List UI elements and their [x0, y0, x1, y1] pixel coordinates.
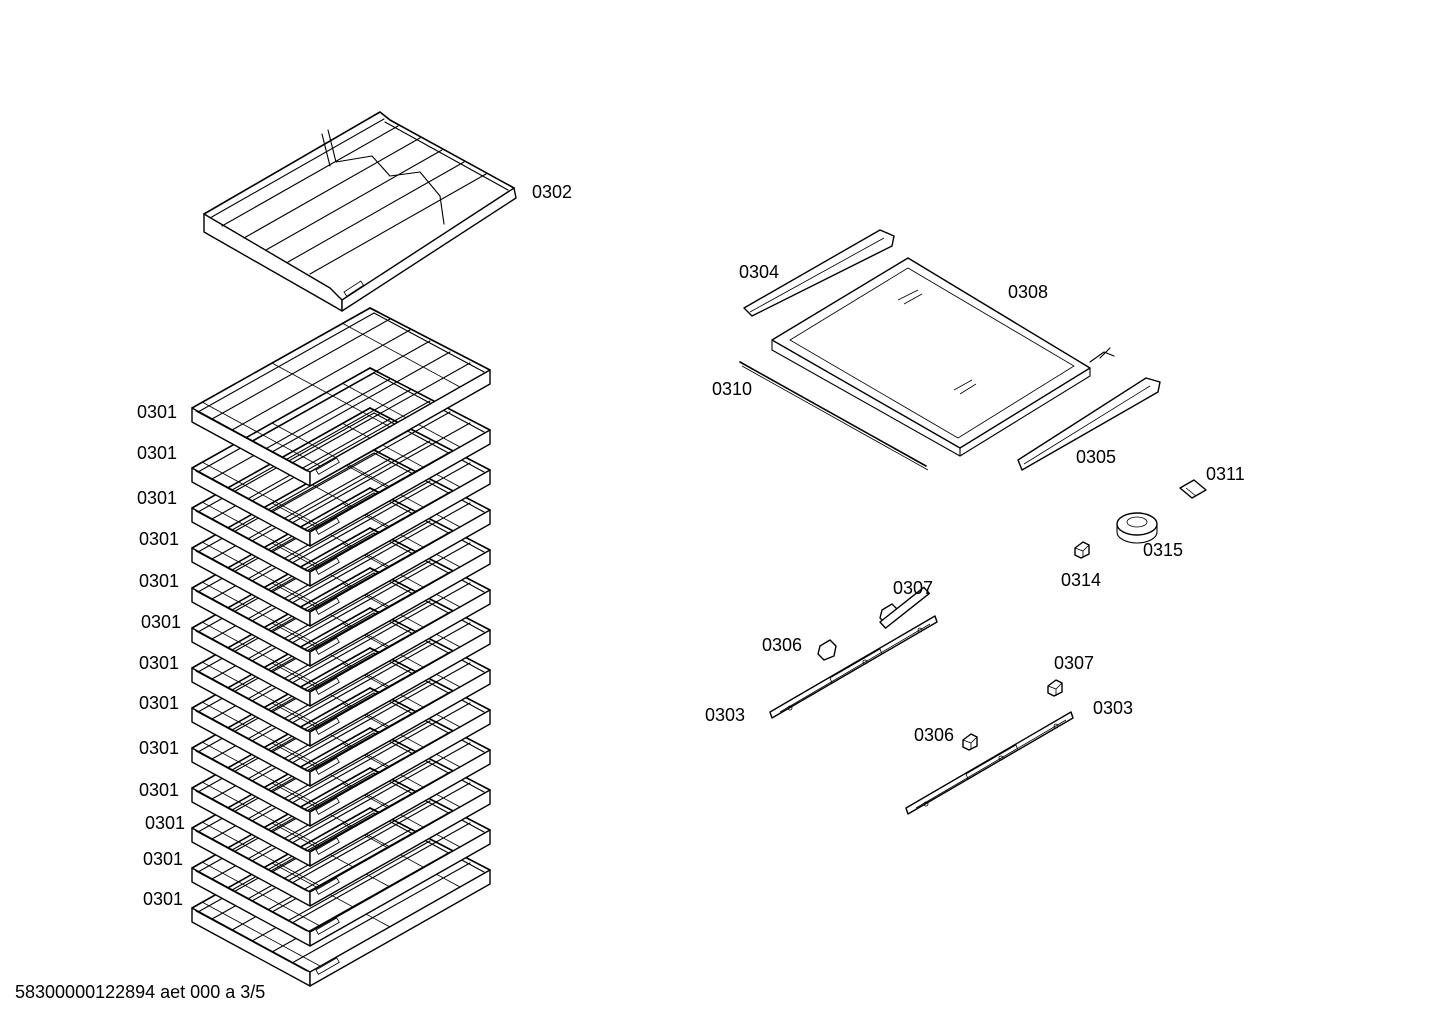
- part-0314: [1074, 541, 1090, 559]
- label-0303-a: 0303: [705, 705, 745, 725]
- document-id: 58300000122894 aet 000 a 3/5: [15, 982, 265, 1002]
- label-0301-7: 0301: [139, 653, 179, 673]
- label-0301-8: 0301: [139, 693, 179, 713]
- rod-0310: [739, 361, 929, 471]
- glass-shelf-0308: [771, 257, 1115, 457]
- slide-set-a: [769, 586, 938, 719]
- shelf-top: [203, 111, 517, 312]
- shelf-stack: [191, 307, 491, 987]
- label-0301-5: 0301: [139, 571, 179, 591]
- label-0307-b: 0307: [1054, 653, 1094, 673]
- part-0311: [1179, 479, 1207, 499]
- label-0311: 0311: [1206, 464, 1245, 484]
- label-0301-12: 0301: [143, 849, 183, 869]
- label-0301-10: 0301: [139, 780, 179, 800]
- label-0307-a: 0307: [893, 578, 933, 598]
- label-0305: 0305: [1076, 447, 1116, 467]
- label-0306-a: 0306: [762, 635, 802, 655]
- rail-0304: [743, 229, 895, 317]
- label-0302: 0302: [532, 182, 572, 202]
- label-0301-4: 0301: [139, 529, 179, 549]
- label-0301-2: 0301: [137, 443, 177, 463]
- label-0301-3: 0301: [137, 488, 177, 508]
- label-0308: 0308: [1008, 282, 1048, 302]
- label-0314: 0314: [1061, 570, 1101, 590]
- label-0303-b: 0303: [1093, 698, 1133, 718]
- label-0301-9: 0301: [139, 738, 179, 758]
- label-0301-13: 0301: [143, 889, 183, 909]
- label-0301-11: 0301: [145, 813, 185, 833]
- part-0315: [1116, 512, 1158, 544]
- label-0301-1: 0301: [137, 402, 177, 422]
- label-0315: 0315: [1143, 540, 1183, 560]
- rail-0305: [1017, 377, 1161, 471]
- label-0301-6: 0301: [141, 612, 181, 632]
- label-0310: 0310: [712, 379, 752, 399]
- slide-set-b: [905, 679, 1074, 815]
- label-0306-b: 0306: [914, 725, 954, 745]
- label-0304: 0304: [739, 262, 779, 282]
